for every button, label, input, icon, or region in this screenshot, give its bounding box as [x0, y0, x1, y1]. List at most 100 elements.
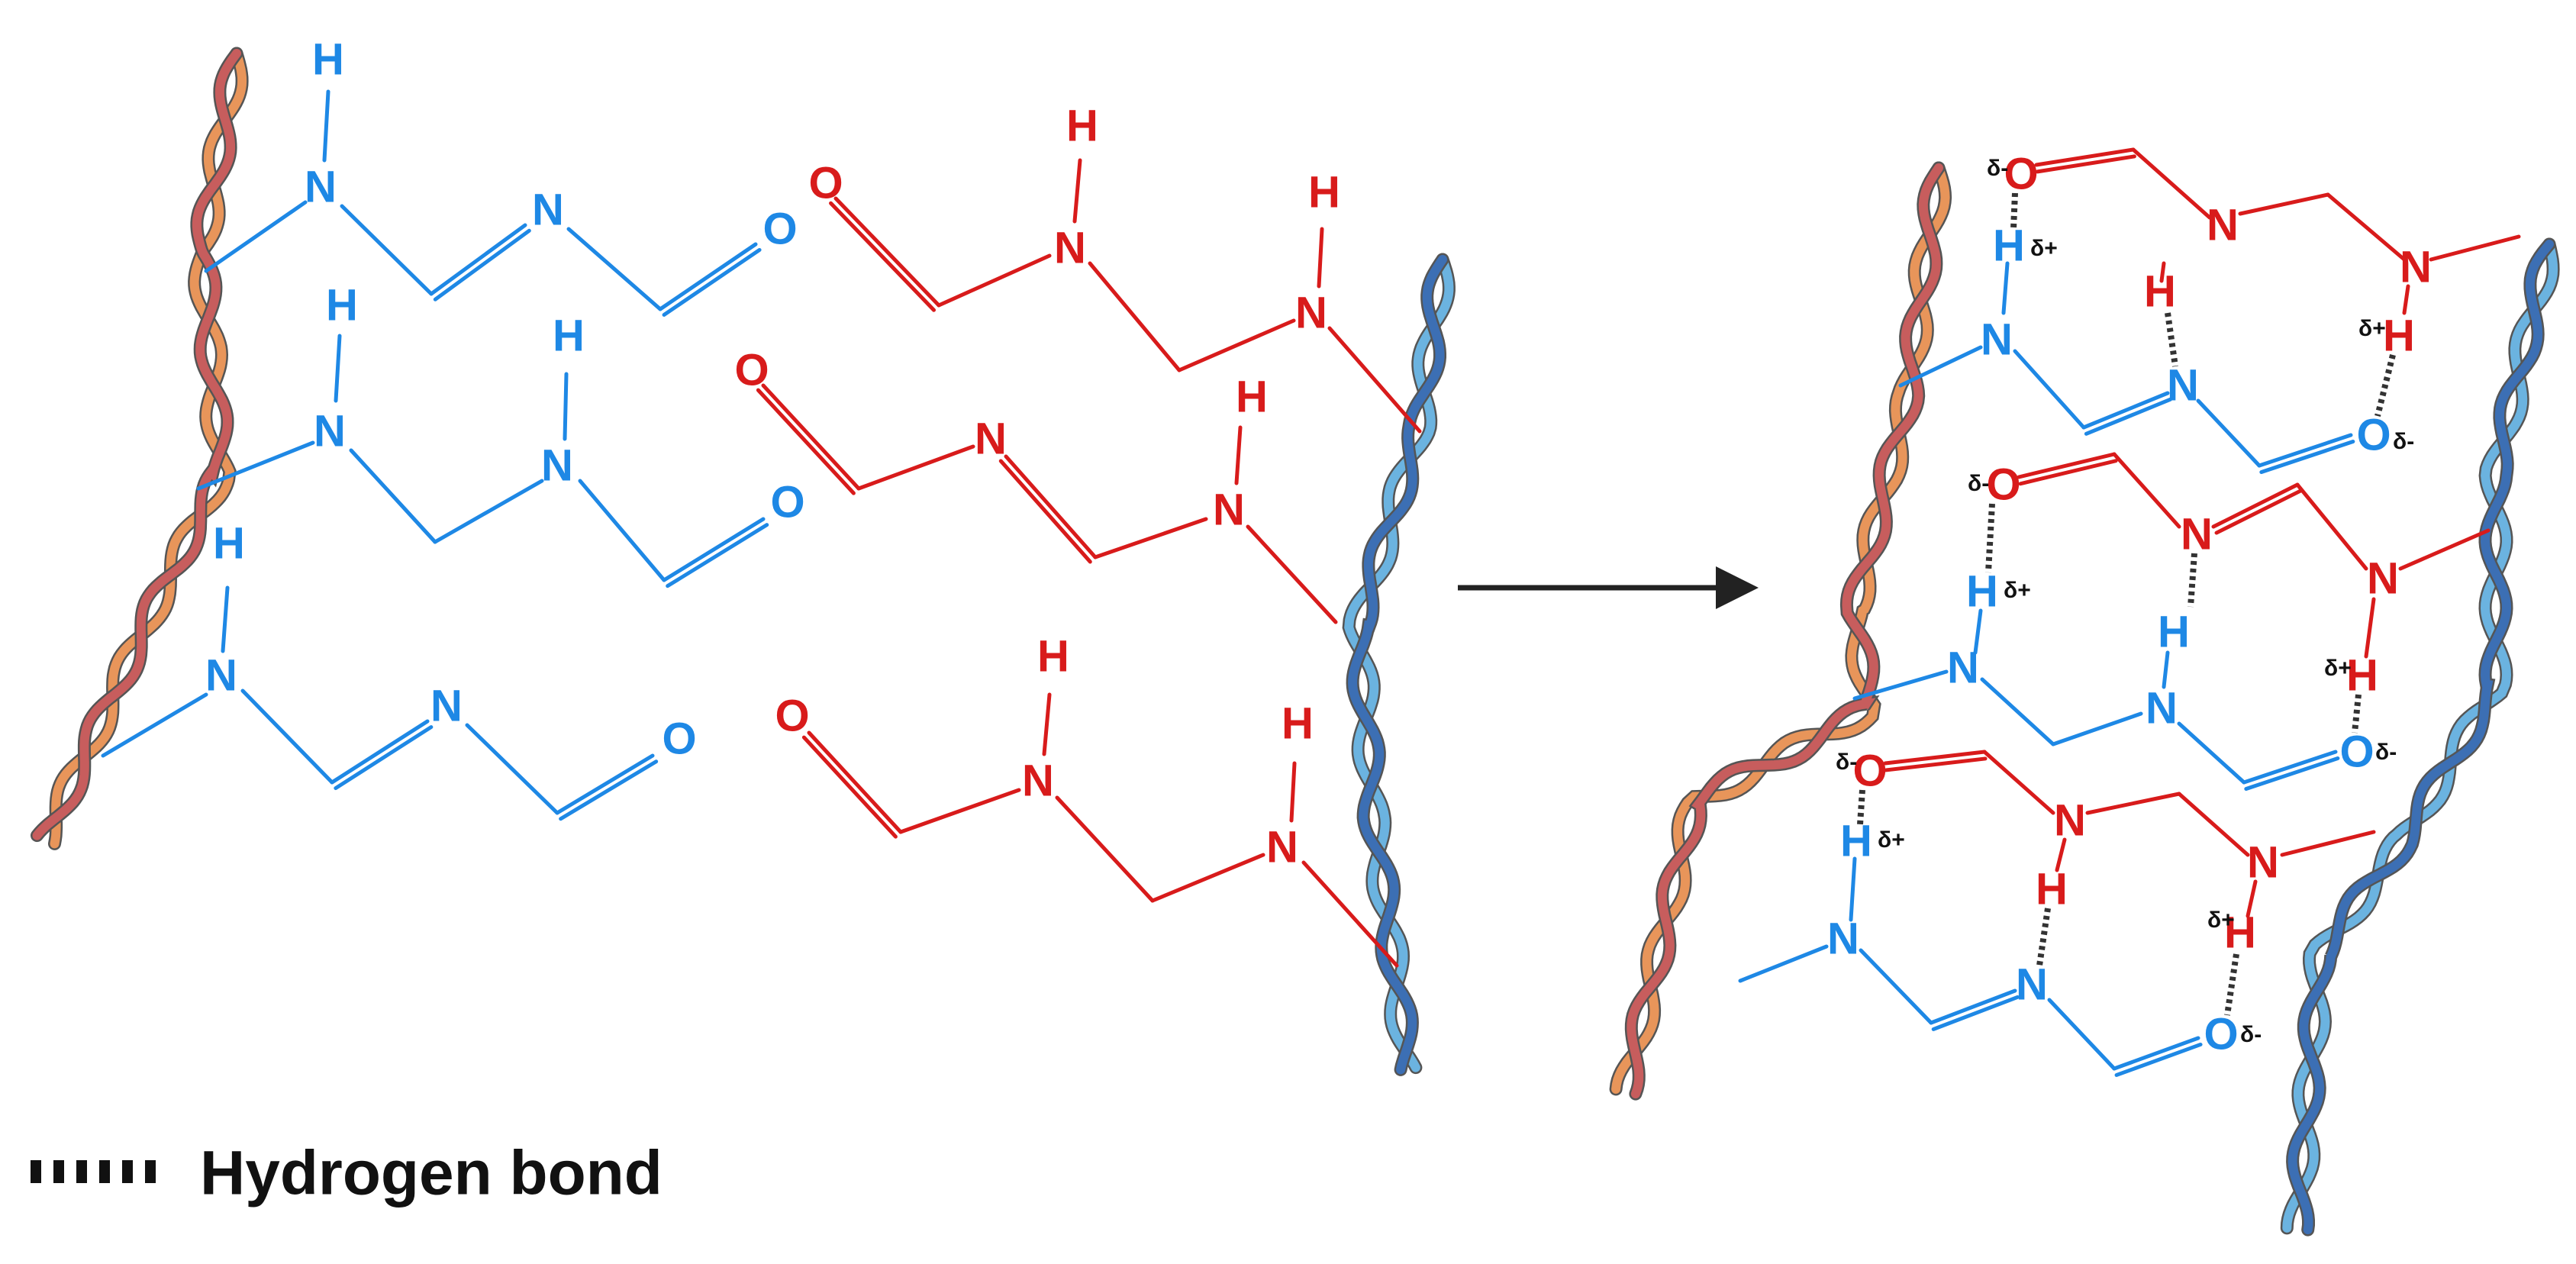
oxygen-atom: O [1852, 746, 1887, 796]
bond [322, 89, 330, 163]
bond [566, 227, 663, 311]
double-bond [829, 201, 937, 312]
bond [937, 253, 1052, 308]
bond [204, 200, 308, 273]
bond [2402, 284, 2410, 315]
bond [898, 788, 1021, 834]
double-bond [662, 247, 762, 317]
hydrogen-bond [2036, 908, 2051, 966]
hydrogen-bond [2374, 354, 2396, 417]
partial-charge-negative: δ- [2393, 429, 2414, 454]
hydrogen-atom: H [1840, 817, 1872, 866]
bond [1738, 944, 1829, 983]
bond [2013, 349, 2086, 430]
bond [349, 448, 437, 544]
bond [1849, 856, 1857, 922]
partial-charge-positive: δ+ [2358, 316, 2386, 341]
oxygen-atom: O [808, 159, 843, 208]
bond [2177, 721, 2246, 785]
bond [2055, 837, 2067, 872]
oxygen-atom: O [1986, 460, 2020, 510]
legend: Hydrogen bond [31, 1139, 663, 1208]
bond [2047, 998, 2117, 1071]
double-bond [2214, 489, 2303, 535]
nitrogen-atom: N [1054, 224, 1086, 273]
bond [1072, 158, 1082, 224]
double-bond [559, 759, 659, 821]
bond [2112, 452, 2181, 529]
nitrogen-atom: N [1981, 315, 2013, 365]
nitrogen-atom: N [541, 441, 573, 491]
bond [1980, 677, 2055, 746]
nitrogen-atom: N [2054, 796, 2086, 846]
protein-strand-right-1 [1342, 253, 1456, 1076]
bond [1246, 524, 1338, 624]
partial-charge-positive: δ+ [1878, 827, 1905, 853]
hydrogen-bond [2352, 694, 2362, 734]
bond [2326, 192, 2407, 262]
bond [1301, 860, 1399, 968]
bond [1234, 425, 1243, 485]
oxygen-atom: O [662, 714, 696, 764]
nitrogen-atom: N [205, 651, 237, 701]
nitrogen-atom: N [2146, 684, 2178, 734]
nitrogen-atom: N [1022, 756, 1054, 806]
nitrogen-atom: N [532, 185, 564, 235]
double-bond [1929, 988, 2017, 1025]
nitrogen-atom: N [430, 682, 463, 731]
double-bond [998, 459, 1092, 564]
double-bond [555, 753, 655, 815]
partial-charge-labels: δ-δ+δ+δ-δ-δ+δ+δ-δ-δ+δ+δ- [1836, 156, 2414, 1047]
partial-charge-negative: δ- [1836, 750, 1857, 775]
double-bond [2081, 391, 2170, 430]
double-bond [2114, 1042, 2203, 1077]
nitrogen-atom: N [1827, 914, 1859, 964]
double-bond [2018, 459, 2118, 486]
hydrogen-atom: H [2383, 311, 2415, 361]
bond [2131, 147, 2212, 220]
double-bond [2244, 756, 2340, 792]
chemical-bonds [101, 89, 2521, 1077]
double-bond [2211, 482, 2300, 529]
partial-charge-negative: δ- [2375, 740, 2397, 765]
hydrogen-bond-lines [1857, 192, 2396, 1016]
bond [2159, 261, 2166, 283]
bond [1859, 948, 1933, 1025]
hydrogen-bond [1985, 503, 1995, 573]
partial-charge-negative: δ- [2240, 1022, 2262, 1047]
nitrogen-atom: N [1213, 485, 1245, 535]
protein-strand-left-1 [31, 47, 249, 850]
bond [1150, 853, 1265, 903]
hydrogen-atom: H [1966, 567, 1998, 617]
double-bond [334, 725, 434, 791]
bond [101, 692, 208, 758]
bond [2085, 792, 2181, 815]
hydrogen-bond [2188, 553, 2197, 608]
double-bond [801, 735, 898, 839]
protein-strand-left-2 [1609, 161, 1952, 1101]
nitrogen-atom: N [1295, 289, 1327, 338]
bond [196, 440, 315, 491]
oxygen-atom: O [2356, 411, 2391, 460]
hydrogen-atom: H [2346, 651, 2378, 701]
hydrogen-atom: H [2144, 267, 2176, 317]
bond [433, 479, 544, 544]
hydrogen-atom: H [2036, 865, 2068, 914]
bond [465, 723, 559, 815]
double-bond [2257, 433, 2353, 468]
hydrogen-bond [2165, 312, 2178, 367]
double-bond [2034, 147, 2136, 167]
hydrogen-atom: H [1282, 699, 1314, 749]
nitrogen-atom: N [305, 163, 337, 212]
double-bond [1884, 756, 1988, 772]
partial-charge-positive: δ+ [2324, 656, 2352, 681]
bond [2364, 597, 2376, 659]
hydrogen-atom: H [2224, 908, 2256, 958]
hydrogen-atom: H [1066, 102, 1098, 151]
oxygen-atom: O [2204, 1010, 2238, 1059]
double-bond [2112, 1036, 2200, 1071]
oxygen-atom: O [775, 692, 809, 741]
partial-charge-positive: δ+ [2004, 578, 2031, 603]
bond [1317, 227, 1324, 289]
